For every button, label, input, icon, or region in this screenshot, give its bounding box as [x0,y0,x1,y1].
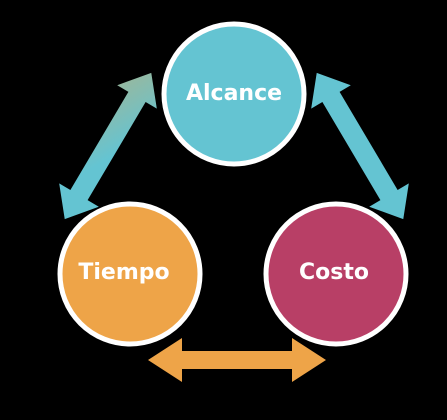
alcance-label: Alcance [185,81,283,106]
arrow-alcance-costo [311,72,409,220]
tiempo-circle [57,201,203,347]
arrow-tiempo-costo [148,338,326,382]
alcance-circle [161,21,307,167]
arrow-alcance-tiempo [59,72,157,220]
costo-label: Costo [299,260,369,285]
costo-circle [263,201,409,347]
tiempo-label: Tiempo [78,260,170,285]
